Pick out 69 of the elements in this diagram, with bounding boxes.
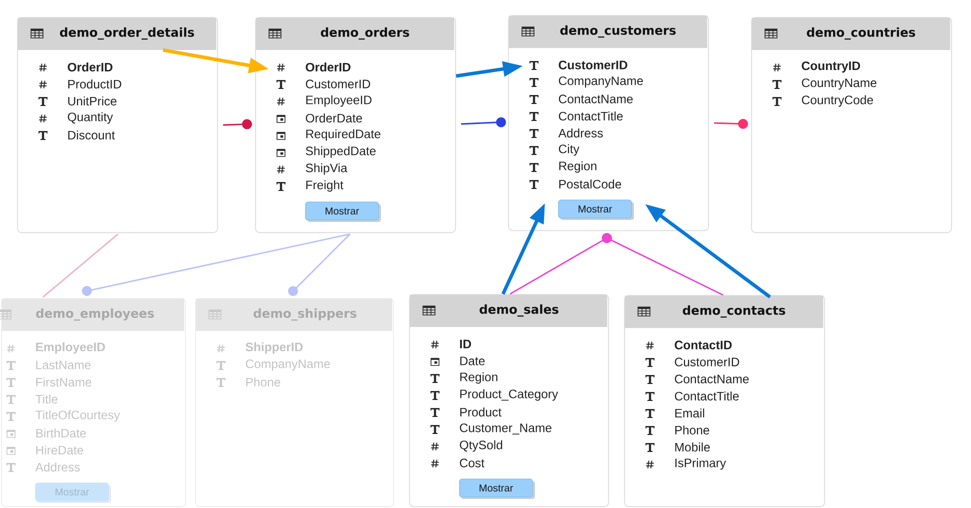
field-name: OrderDate [306,114,362,123]
field-name: Phone [675,426,710,435]
field-name: Title [36,394,58,404]
field-name: ContactTitle [558,112,623,121]
connector-line [602,233,724,296]
field-name: IsPrimary [675,458,726,470]
field-name: Date [460,356,485,366]
field-name: FirstName [36,378,92,387]
table-header: demo_orders [256,18,454,50]
field-name: CustomerID [306,80,370,88]
field-name: RequiredDate [306,129,380,141]
table-header: demo_shippers [196,298,392,331]
connector-line [82,233,350,296]
field-name: EmployeeID [36,342,105,354]
field-name: Mobile [675,442,710,452]
field-name: Quantity [68,112,113,124]
field-name: ShippedDate [306,146,376,158]
field-name: PostalCode [559,180,622,189]
field-name: UnitPrice [68,96,116,106]
field-name: ContactID [674,340,732,350]
field-name: ShipVia [306,163,348,175]
connector-line [42,234,118,298]
table-header: demo_customers [508,16,708,48]
field-name: OrderID [68,62,112,72]
field-name: CountryCode [802,95,873,107]
field-name: CountryName [802,78,876,90]
field-name: Address [558,128,603,138]
connector-line [714,118,748,129]
field-name: Cost [460,458,484,468]
field-name: CompanyName [246,359,330,371]
field-name: ContactName [558,94,633,104]
field-name: ContactName [674,374,749,384]
table-header: demo_order_details [18,18,216,50]
connector-line [461,117,506,128]
field-name: Phone [246,378,280,387]
connector-line [288,234,351,296]
field-name: Product [460,408,502,417]
field-name: TitleOfCourtesy [36,410,120,422]
field-name: ProductID [68,80,122,89]
button: Mostrar [558,200,634,220]
field-name: Product_Category [460,389,558,401]
field-name: CompanyName [558,76,643,88]
table-header: demo_contacts [624,296,824,328]
button: Mostrar [459,478,535,499]
button: Mostrar [305,202,381,222]
field-name: Discount [68,130,115,140]
table-header: demo_employees [2,298,184,331]
field-name: EmployeeID [306,95,372,107]
field-name: QtySold [460,440,502,452]
field-name: BirthDate [36,428,86,438]
field-name: ShipperID [246,342,303,354]
field-name: LastName [36,360,91,370]
field-name: Freight [306,180,344,192]
field-name: Email [675,408,704,418]
table-header: demo_countries [752,18,950,50]
field-name: ID [460,340,472,348]
field-name: OrderID [306,62,350,72]
connector-line [223,119,252,130]
field-name: CustomerID [558,60,628,70]
field-name: City [558,144,580,156]
field-name: Customer_Name [460,424,552,435]
table-header: demo_sales [410,294,608,327]
field-name: ContactTitle [674,392,739,401]
field-name: Region [460,372,498,384]
field-name: Region [559,161,596,173]
field-name: Address [35,462,80,472]
field-name: CustomerID [674,358,740,366]
field-name: HireDate [36,446,84,455]
field-name: CountryID [802,61,860,73]
